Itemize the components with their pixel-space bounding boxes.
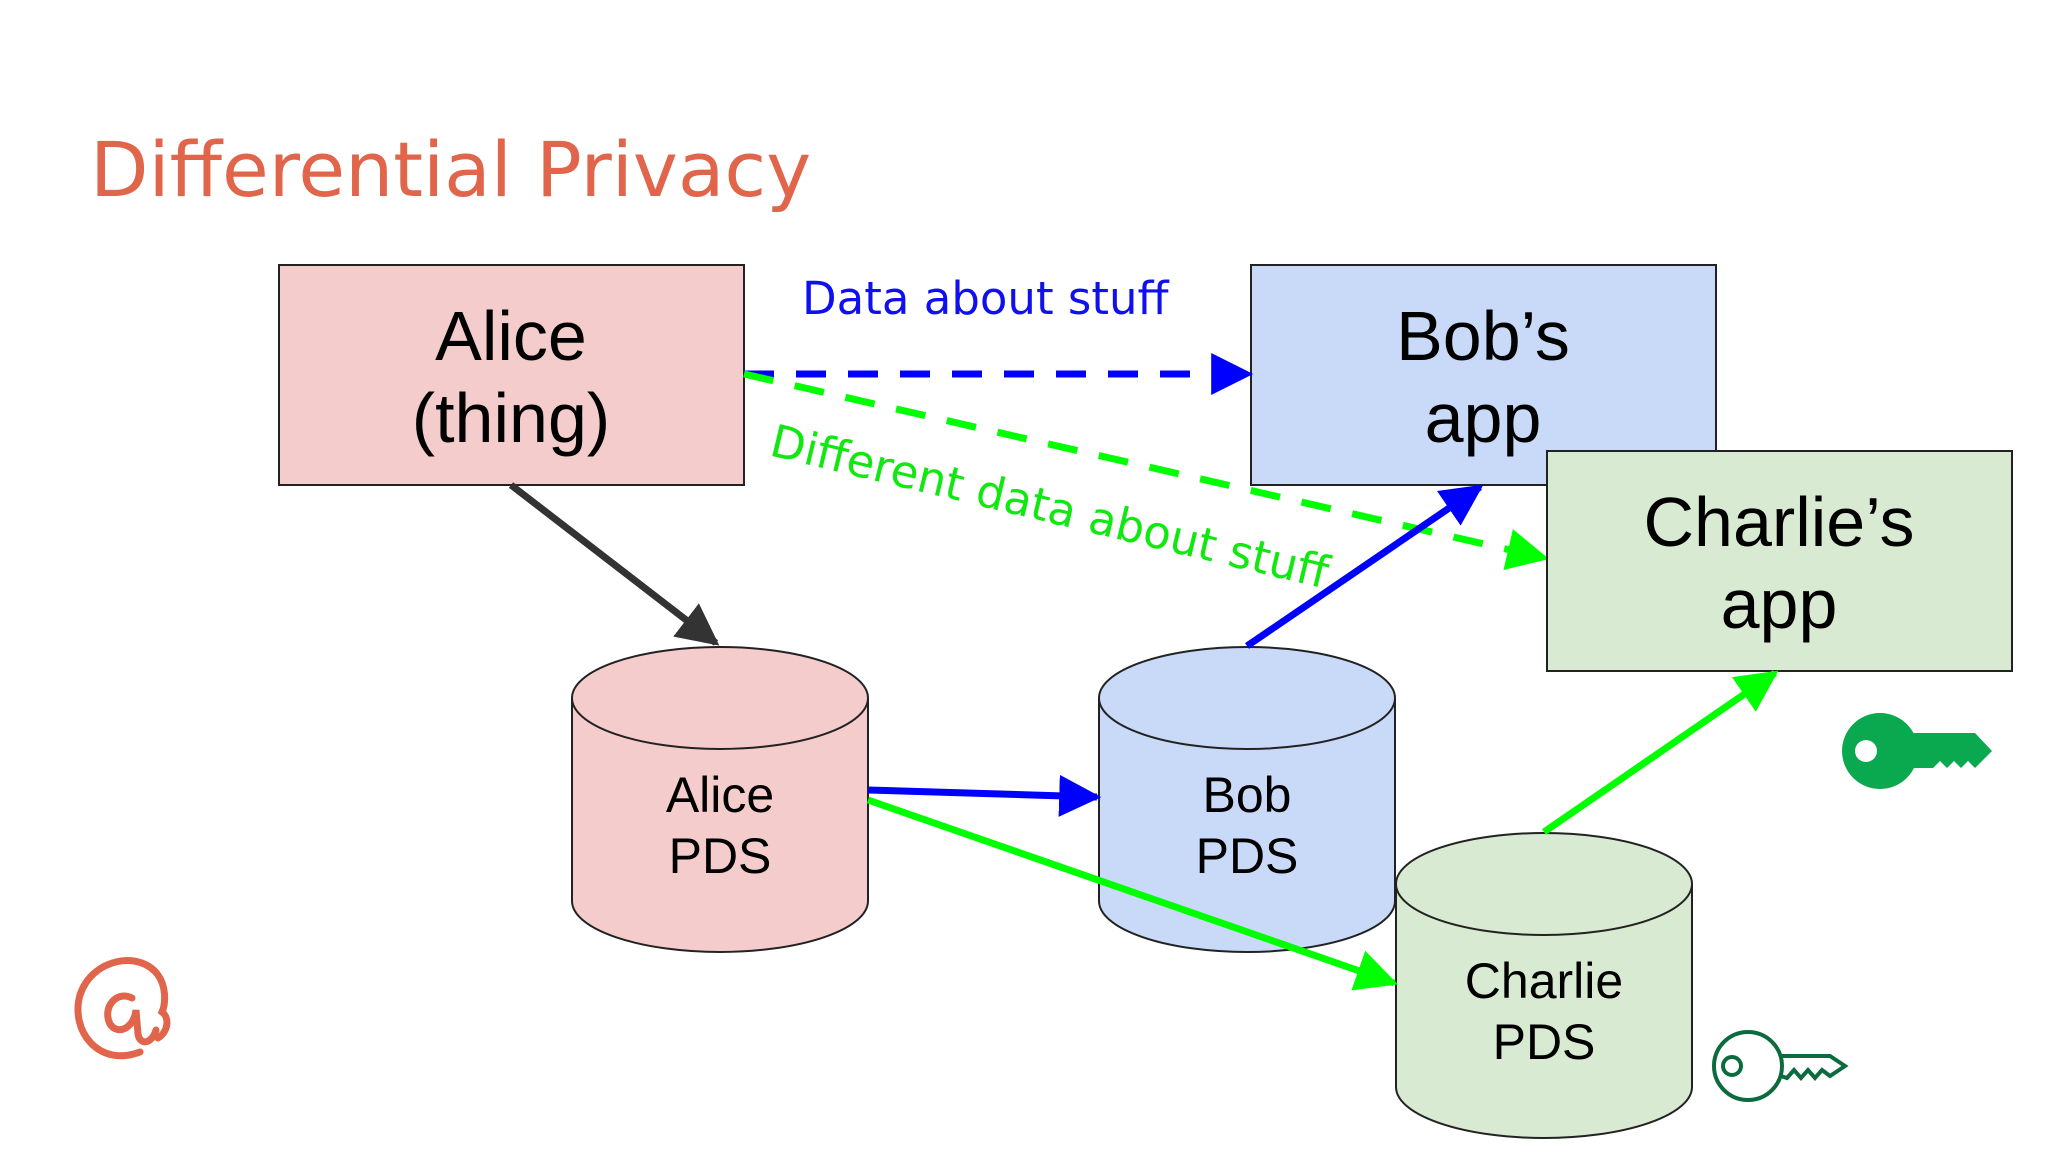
alice-box-label-line2: (thing) [412,379,610,457]
arrow-alice-to-alice-pds [508,482,720,646]
bob-app-box: Bob’s app [1250,264,1717,486]
alice-pds-database: Alice PDS [571,646,869,953]
slide-title: Differential Privacy [90,125,811,214]
key-outline-icon [1712,1030,1849,1102]
bob-pds-label-line2: PDS [1196,828,1299,884]
charlie-pds-label-line1: Charlie [1465,953,1623,1009]
key-solid-icon [1842,713,1992,789]
alice-box-label-line1: Alice [435,297,587,375]
alice-pds-label-line1: Alice [666,767,774,823]
label-data-about-stuff: Data about stuff [802,272,1170,325]
alice-pds-label-line2: PDS [669,828,772,884]
arrow-charlie-pds-to-charlie-app [1542,670,1779,835]
arrow-alice-to-charlie-app [743,370,1550,571]
bob-app-label-line2: app [1425,379,1542,457]
bob-pds-label-line1: Bob [1203,767,1292,823]
bob-pds-database: Bob PDS [1098,646,1396,953]
at-sign-logo-icon [74,957,171,1060]
charlie-app-label-line1: Charlie’s [1643,483,1914,561]
bob-app-label-line1: Bob’s [1396,297,1570,375]
arrow-bob-pds-to-bob-app [1245,484,1484,649]
charlie-pds-label-line2: PDS [1493,1014,1596,1070]
charlie-pds-database: Charlie PDS [1395,832,1693,1139]
alice-thing-box: Alice (thing) [278,264,745,486]
arrow-alice-pds-to-charlie-pds [866,796,1398,991]
charlie-app-box: Charlie’s app [1546,450,2013,672]
charlie-app-label-line2: app [1721,565,1838,643]
arrow-alice-pds-to-bob-pds [867,774,1102,817]
